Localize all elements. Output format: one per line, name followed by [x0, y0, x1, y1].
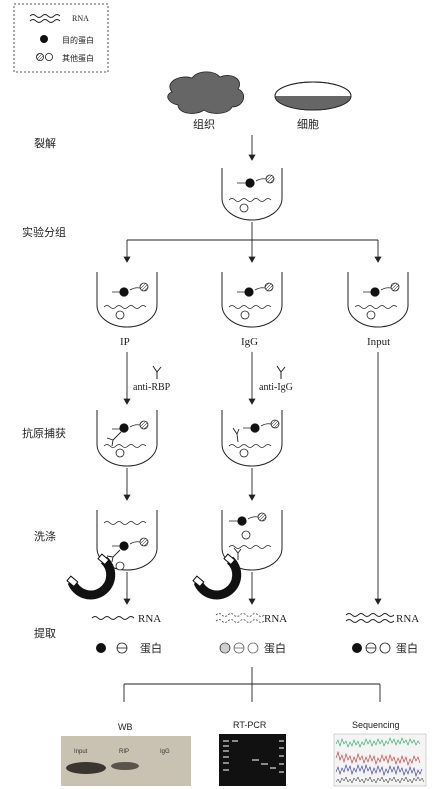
cell-icon: [274, 81, 352, 111]
igg-magnet-icon: [192, 553, 242, 600]
rtpcr-gel-image: [219, 734, 286, 786]
antibody-anti-igg-label: anti-IgG: [259, 382, 293, 393]
ip-capture-tube: [96, 410, 158, 467]
lysis-tube: [221, 168, 283, 221]
igg-extract-result: RNA 蛋白: [215, 613, 287, 655]
group-ip-label: IP: [120, 336, 130, 348]
tissue-label: 组织: [193, 117, 215, 131]
sequencing-chromatogram-image: [333, 733, 427, 787]
step-lysis-label: 裂解: [34, 136, 56, 150]
legend-other-protein-icon-open: [45, 53, 54, 62]
step-wash-label: 洗涤: [34, 529, 56, 543]
igg-capture-tube: [221, 410, 283, 467]
legend-rna-label: RNA: [72, 14, 89, 23]
wb-lane-igg-label: IgG: [160, 749, 170, 755]
ip-extract-result: RNA 蛋白: [91, 613, 162, 655]
cell-label: 细胞: [297, 118, 319, 131]
input-extract-result: RNA 蛋白: [345, 613, 419, 655]
downstream-branch-lines: [123, 667, 381, 702]
legend-other-protein-label: 其他蛋白: [62, 53, 94, 63]
wb-lane-rip-label: RIP: [119, 749, 129, 755]
group-igg-label: IgG: [241, 336, 258, 348]
method-seq-label: Sequencing: [352, 720, 400, 730]
ip-extract-rna-label: RNA: [138, 613, 161, 625]
legend-other-protein-icon-hatched: [36, 53, 45, 62]
ip-magnet-icon: [66, 553, 116, 600]
antibody-anti-rbp-label: anti-RBP: [133, 382, 171, 393]
input-tube: [347, 272, 409, 328]
grouping-branch-lines: [123, 222, 382, 263]
igg-extract-protein-label: 蛋白: [264, 641, 286, 655]
group-input-label: Input: [367, 336, 390, 348]
input-extract-rna-label: RNA: [396, 613, 419, 625]
legend-box: RNA 目的蛋白 其他蛋白: [13, 3, 109, 73]
step-grouping-label: 实验分组: [22, 225, 66, 239]
legend-rna-icon: [29, 14, 61, 23]
igg-extract-rna-label: RNA: [264, 613, 287, 625]
ip-wash-tube: [96, 510, 158, 571]
legend-target-protein-icon: [40, 35, 48, 43]
ip-extract-protein-label: 蛋白: [140, 641, 162, 655]
step-extract-label: 提取: [34, 627, 56, 640]
igg-tube: [221, 272, 283, 328]
method-wb-label: WB: [118, 722, 133, 732]
tissue-icon: [167, 71, 245, 114]
igg-wash-tube: [221, 510, 283, 571]
antibody-anti-rbp-icon: [152, 365, 162, 379]
legend-target-protein-label: 目的蛋白: [62, 35, 94, 45]
ip-tube: [96, 272, 158, 328]
wb-lane-input-label: Input: [74, 749, 88, 755]
step-capture-label: 抗原捕获: [22, 426, 66, 440]
input-extract-protein-label: 蛋白: [396, 641, 418, 655]
wb-blot-image: Input RIP IgG: [61, 736, 191, 786]
antibody-anti-igg-icon: [276, 365, 286, 379]
method-rtpcr-label: RT-PCR: [233, 720, 267, 730]
